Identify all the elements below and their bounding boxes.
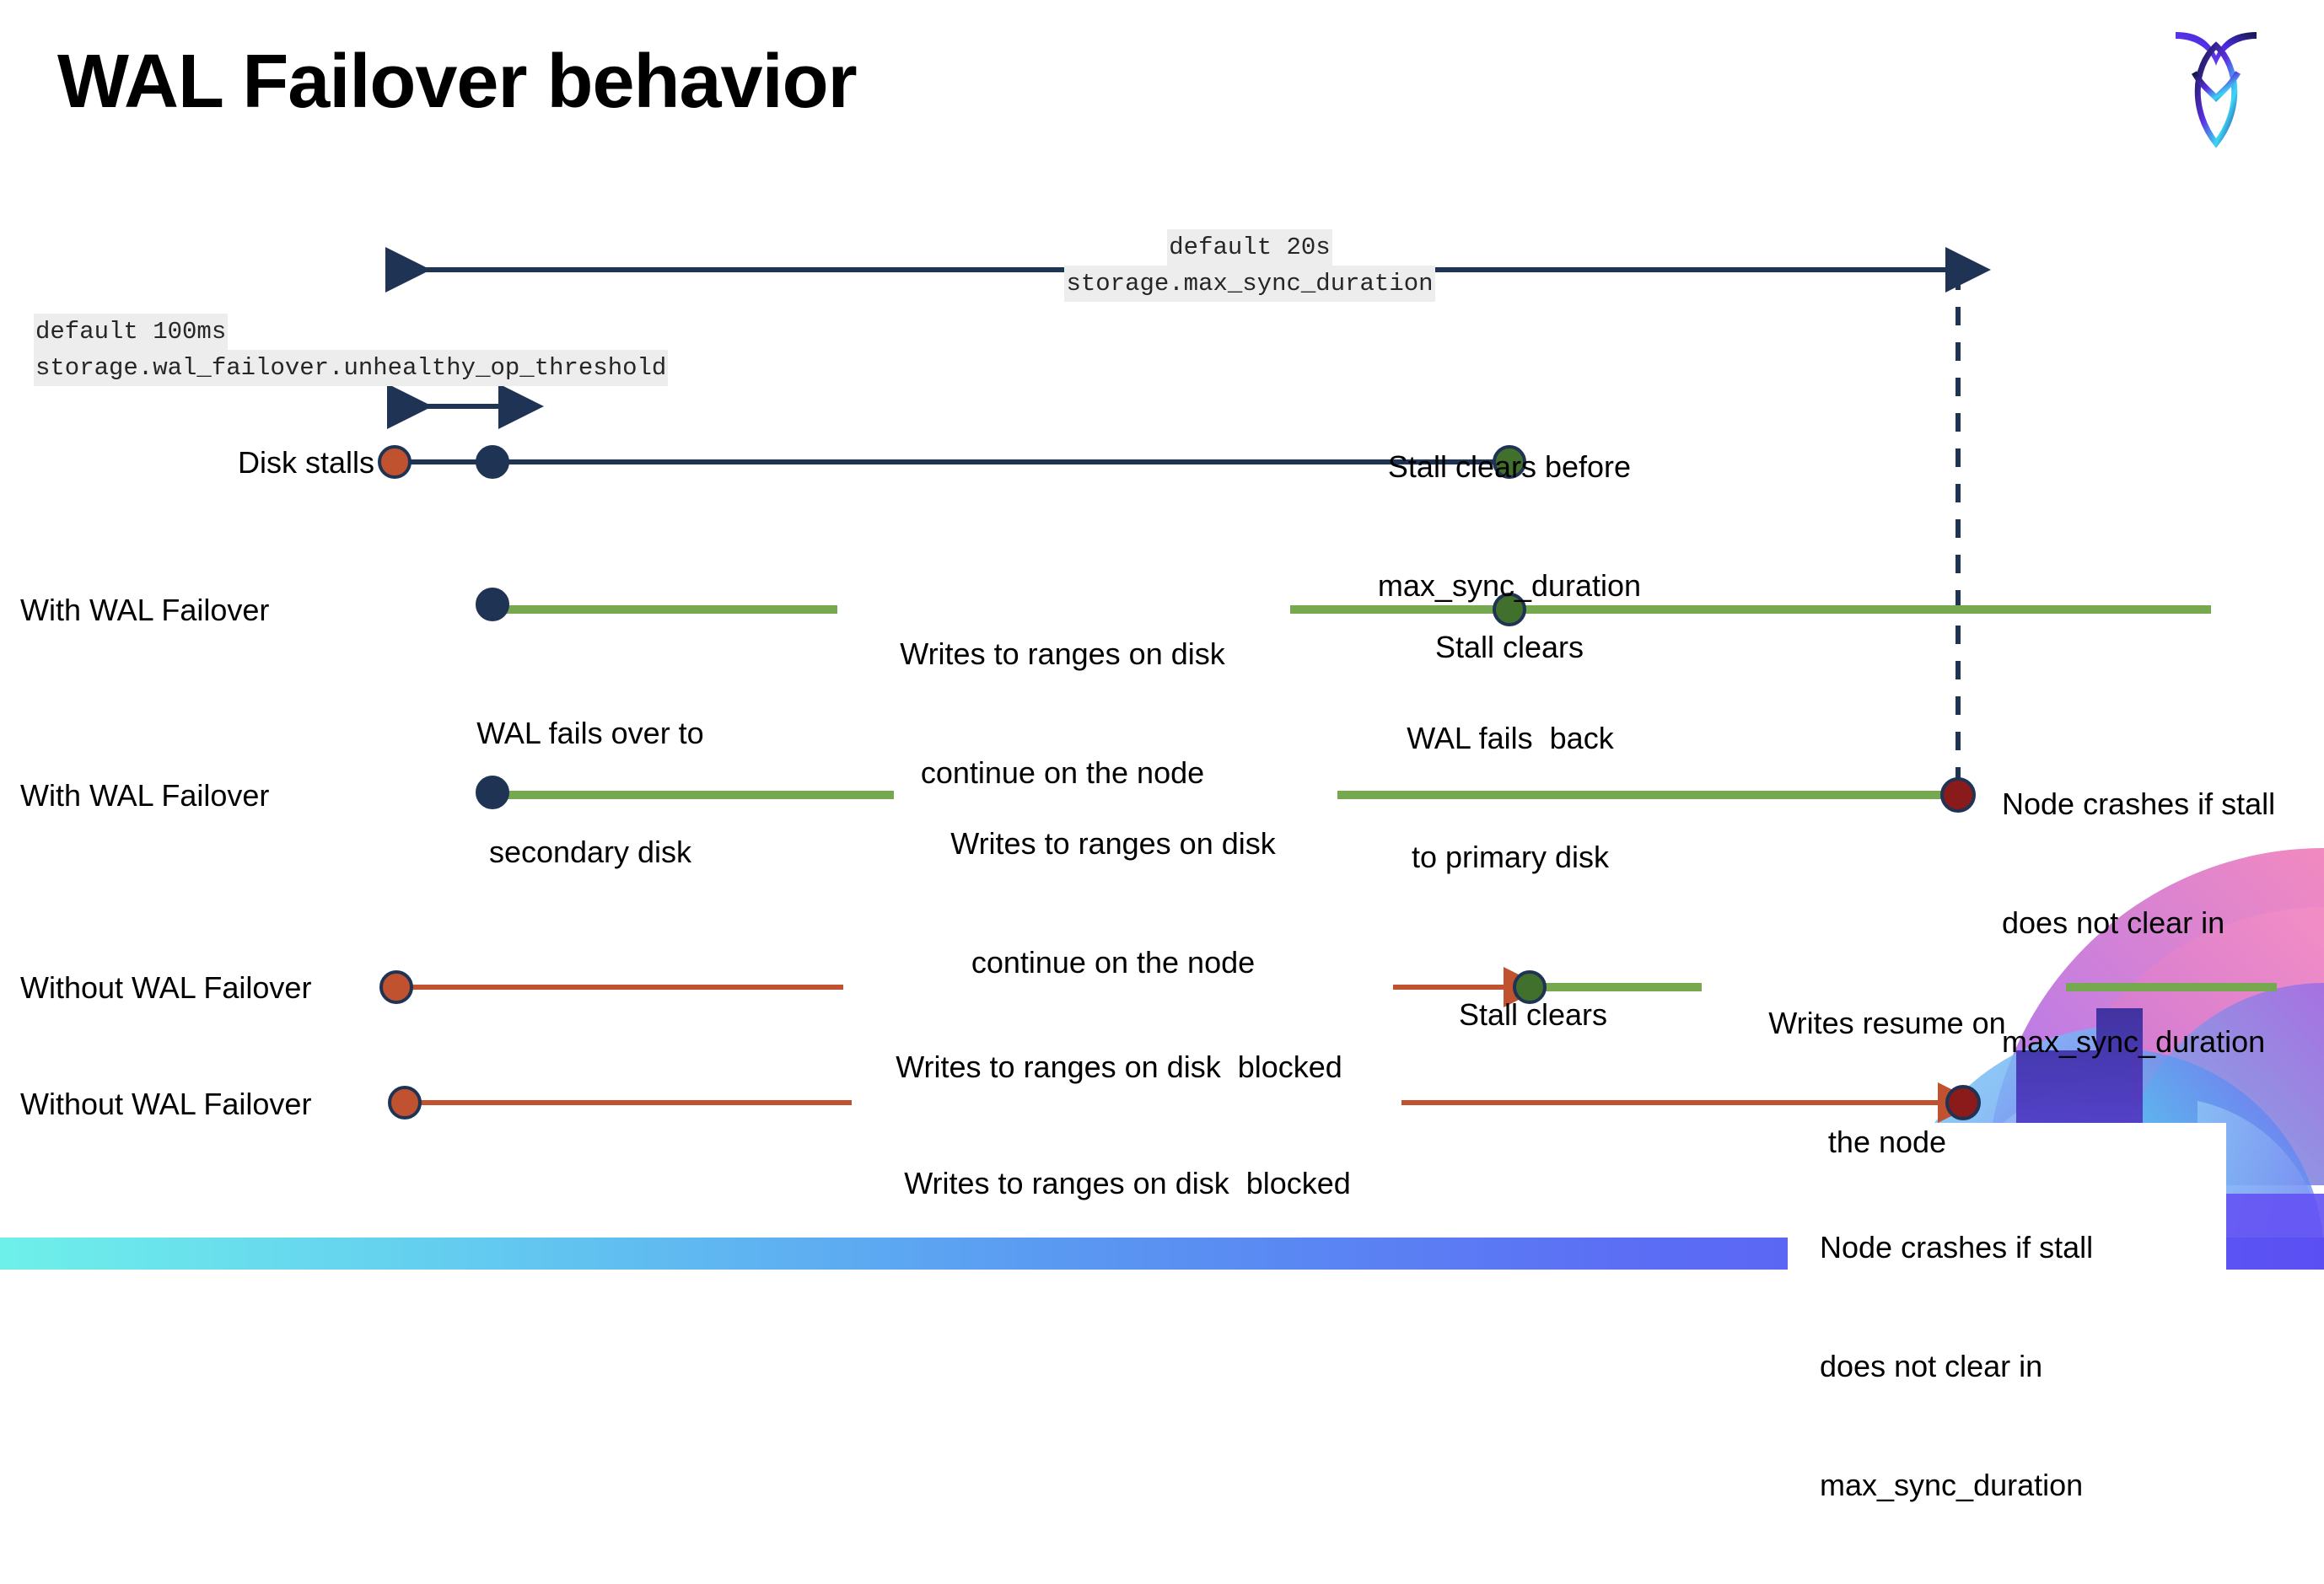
note-line-3: max_sync_duration xyxy=(1820,1468,2084,1502)
row-label-with-wal-failover-2: With WAL Failover xyxy=(20,778,270,813)
note-line-3: max_sync_duration xyxy=(2002,1024,2266,1059)
note-line-1: Writes to ranges on disk xyxy=(950,826,1276,861)
note-line-1: WAL fails over to xyxy=(476,716,704,750)
note-line-1: WAL fails back xyxy=(1407,721,1614,755)
marker-stall-start xyxy=(378,445,412,479)
marker-wal-failover xyxy=(476,776,509,809)
row-label-without-wal-failover-1: Without WAL Failover xyxy=(20,970,312,1005)
note-line-1: Node crashes if stall xyxy=(2002,787,2276,821)
timeline-diagram xyxy=(378,247,2277,1123)
note-writes-blocked-row4: Writes to ranges on disk blocked xyxy=(843,968,1395,1166)
slide-root: WAL Failover behavior xyxy=(0,24,2324,1502)
note-line-1: Writes to ranges on disk blocked xyxy=(896,1050,1342,1084)
max-sync-duration-annotation: default 20s storage.max_sync_duration xyxy=(1030,229,1469,302)
marker-stall-start xyxy=(388,1086,422,1120)
note-stall-clears-before-max-sync: Stall clears before max_sync_duration xyxy=(1324,368,1695,685)
unhealthy-op-threshold-setting: storage.wal_failover.unhealthy_op_thresh… xyxy=(34,350,669,386)
unhealthy-op-threshold-default: default 100ms xyxy=(34,314,229,350)
note-line-1: Stall clears xyxy=(1434,630,1584,664)
note-line-1: Writes to ranges on disk xyxy=(900,636,1225,671)
marker-stall-start xyxy=(379,970,413,1004)
row-without-wal-failover-1-track xyxy=(379,967,2277,1007)
page-title: WAL Failover behavior xyxy=(57,40,858,124)
row-with-wal-failover-2-track xyxy=(476,776,1976,813)
note-wal-fails-back-primary: WAL fails back to primary disk xyxy=(1346,639,1675,956)
note-line-1: Stall clears xyxy=(1458,997,1608,1032)
note-line-1: Node crashes if stall xyxy=(1820,1230,2094,1265)
note-line-2: secondary disk xyxy=(488,835,692,869)
note-line-2: does not clear in xyxy=(1820,1349,2043,1383)
row-with-wal-failover-1-track xyxy=(476,588,2211,626)
note-line-1: Stall clears before xyxy=(1387,449,1632,484)
cockroachdb-logo-icon xyxy=(2169,24,2263,150)
note-line-2: continue on the node xyxy=(920,755,1205,790)
note-writes-resume-row4: Writes resume on the node xyxy=(1725,924,2049,1241)
note-stall-clears-row4: Stall clears xyxy=(1383,915,1683,1114)
marker-node-crash xyxy=(1945,1085,1981,1120)
row-label-disk-stalls: Disk stalls xyxy=(237,445,374,480)
note-line-2: continue on the node xyxy=(971,945,1256,980)
note-line-1: Writes to ranges on disk blocked xyxy=(904,1166,1351,1200)
note-wal-fails-over-secondary: WAL fails over to secondary disk xyxy=(422,634,759,951)
note-line-2: does not clear in xyxy=(2002,905,2225,940)
marker-wal-failover xyxy=(476,445,509,479)
note-line-2: the node xyxy=(1827,1125,1947,1159)
marker-node-crash xyxy=(1940,777,1976,813)
marker-stall-clears xyxy=(1513,970,1547,1004)
marker-wal-failover xyxy=(476,588,509,621)
callout-backing-box xyxy=(1788,1123,2226,1270)
note-stall-clears-row2: Stall clears xyxy=(1359,548,1660,746)
row-disk-stalls-track xyxy=(378,445,1526,479)
max-sync-duration-setting: storage.max_sync_duration xyxy=(1064,266,1435,302)
marker-stall-clears xyxy=(1493,593,1526,626)
max-sync-duration-default: default 20s xyxy=(1167,229,1332,266)
note-writes-continue-row2: Writes to ranges on disk continue on the… xyxy=(843,555,1282,872)
row-label-with-wal-failover-1: With WAL Failover xyxy=(20,593,270,627)
unhealthy-op-threshold-annotation: default 100ms storage.wal_failover.unhea… xyxy=(34,314,669,386)
note-node-crashes-row5: Node crashes if stall does not clear in … xyxy=(1820,1148,2182,1584)
row-label-without-wal-failover-2: Without WAL Failover xyxy=(20,1087,312,1121)
note-writes-continue-row3: Writes to ranges on disk continue on the… xyxy=(894,744,1332,1061)
marker-stall-clears xyxy=(1493,445,1526,479)
note-line-1: Writes resume on xyxy=(1768,1006,2006,1040)
row-without-wal-failover-2-track xyxy=(388,1082,1981,1123)
note-line-2: to primary disk xyxy=(1411,840,1610,874)
note-node-crashes-row3: Node crashes if stall does not clear in … xyxy=(2002,705,2322,1141)
note-line-2: max_sync_duration xyxy=(1377,568,1642,603)
note-writes-blocked-row5: Writes to ranges on disk blocked xyxy=(852,1084,1403,1282)
